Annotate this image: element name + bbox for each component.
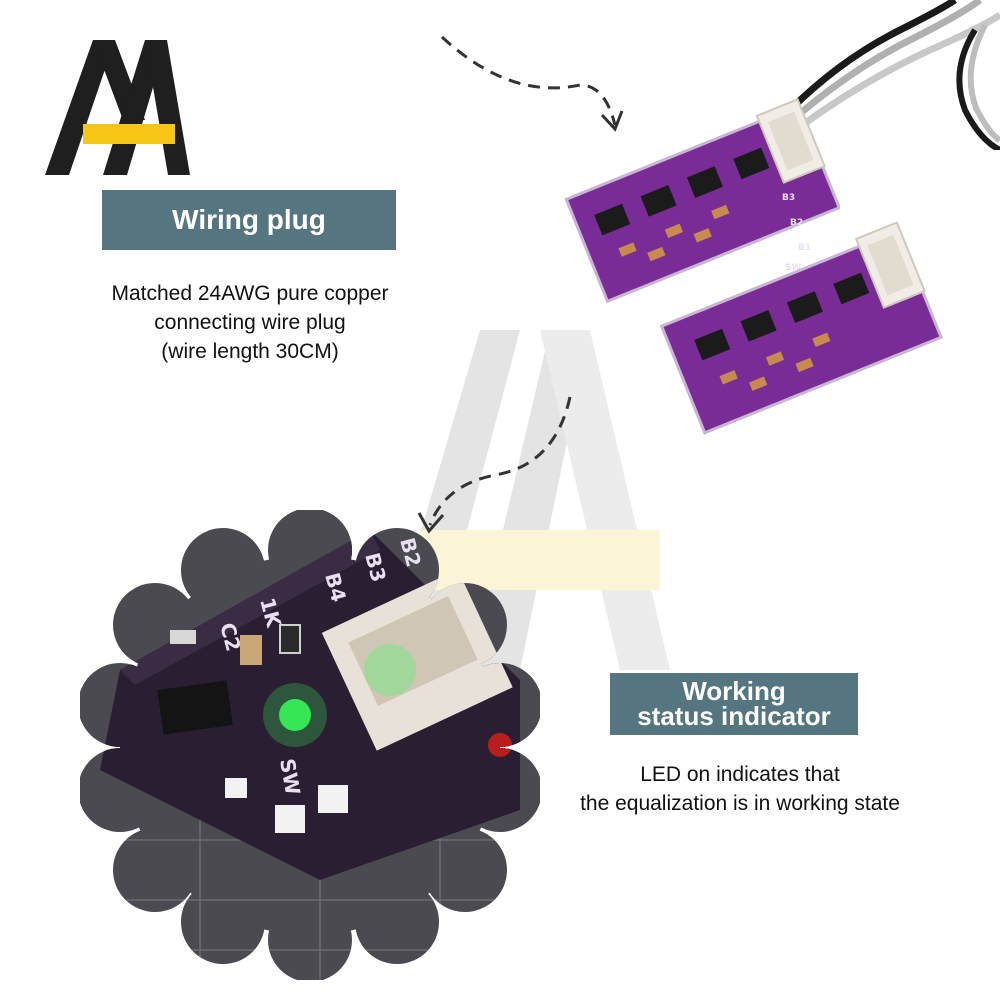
status-desc-line-2: the equalization is in working state — [580, 792, 900, 815]
status-title-line-2: status indicator — [637, 701, 831, 731]
wiring-plug-title: Wiring plug — [102, 190, 396, 250]
wiring-desc-line-1: Matched 24AWG pure copper — [111, 282, 389, 305]
dashed-arrow-top — [440, 35, 624, 132]
board1-label-sw: SW — [785, 263, 801, 273]
board1-label-b1: B1 — [798, 243, 811, 253]
status-indicator-description: LED on indicates that the equalization i… — [540, 760, 940, 818]
brand-logo — [45, 40, 190, 175]
dashed-arrow-middle — [417, 396, 572, 534]
pcb-board-bottom — [659, 221, 944, 435]
wiring-plug-title-text: Wiring plug — [172, 204, 326, 235]
wiring-plug-description: Matched 24AWG pure copper connecting wir… — [60, 279, 440, 366]
pcb-board-top: B1 B2 B3 SW — [564, 98, 840, 304]
status-desc-line-1: LED on indicates that — [640, 763, 840, 786]
wiring-desc-line-2: connecting wire plug — [154, 311, 346, 334]
wiring-desc-line-3: (wire length 30CM) — [161, 340, 339, 363]
pcb-closeup-photo: B3 B4 1K C2 SW B2 — [80, 510, 540, 980]
board1-label-b3: B3 — [782, 193, 795, 203]
status-title-line-1: Working — [682, 676, 786, 706]
board1-label-b2: B2 — [790, 218, 803, 228]
status-indicator-title: Working status indicator — [610, 673, 858, 735]
wire-cables — [787, 0, 1000, 150]
